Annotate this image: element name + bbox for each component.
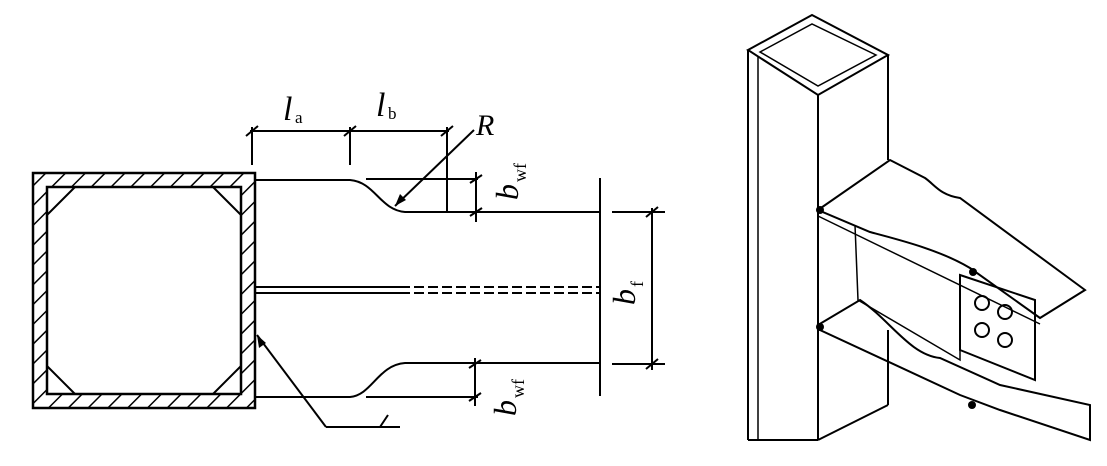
column-3d — [746, 13, 891, 441]
label-bf: b — [606, 289, 642, 305]
label-bwf-bottom: b — [487, 400, 523, 416]
weld-leader — [256, 334, 400, 428]
label-bwf-bottom-sub: wf — [508, 379, 528, 398]
weld-dot — [816, 206, 824, 214]
beam-web — [255, 286, 600, 294]
bwf-top-dimension — [469, 172, 483, 222]
weld-dot — [969, 268, 977, 276]
shear-plate — [959, 273, 1036, 382]
weld-dot — [968, 401, 976, 409]
plan-view: l a l b R b wf b wf b f — [31, 87, 665, 428]
label-lb-sub: b — [388, 104, 397, 123]
label-bf-sub: f — [627, 281, 647, 287]
label-la-sub: a — [295, 108, 303, 127]
bwf-bottom-dimension — [468, 358, 482, 406]
bf-dimension — [612, 206, 665, 370]
beam-bottom-flange — [816, 298, 1091, 442]
isometric-view — [746, 13, 1091, 442]
label-lb: l — [376, 87, 385, 124]
beam-web-3d — [854, 224, 961, 362]
weld-dot — [816, 323, 824, 331]
label-radius: R — [475, 109, 494, 142]
label-la: l — [283, 91, 292, 128]
label-bwf-top-sub: wf — [510, 163, 530, 182]
label-bwf-top: b — [489, 184, 525, 200]
length-dimension — [245, 125, 454, 212]
radius-leader — [394, 129, 475, 207]
box-column-section — [31, 171, 257, 410]
